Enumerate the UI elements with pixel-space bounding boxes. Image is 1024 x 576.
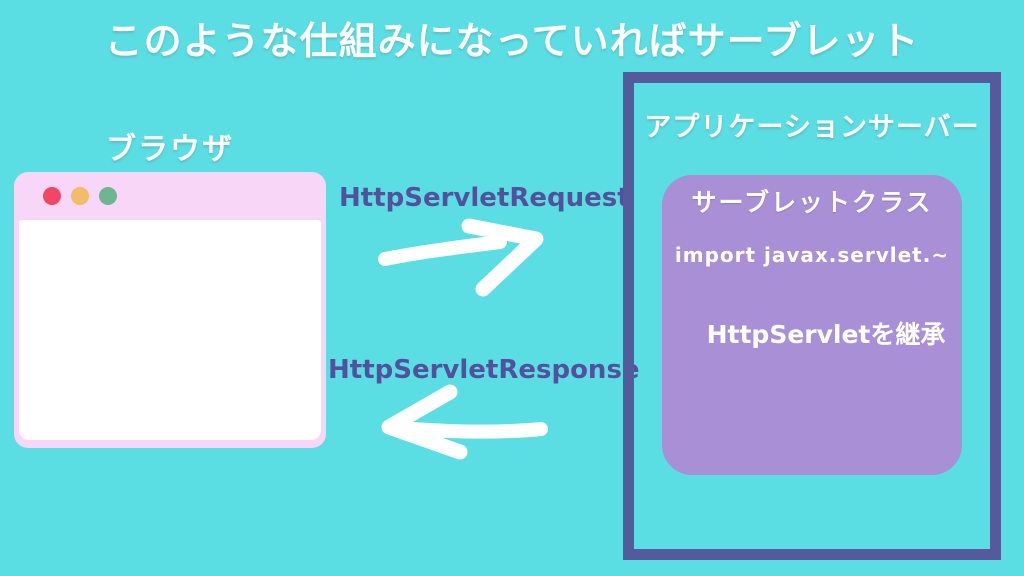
page-title: このような仕組みになっていればサーブレット xyxy=(104,19,920,63)
close-dot-icon xyxy=(43,187,61,205)
response-arrow-icon xyxy=(381,384,548,460)
servlet-class-box: サーブレットクラス import javax.servlet.~ HttpSer… xyxy=(662,175,962,475)
browser-content-area xyxy=(19,220,321,440)
request-label: HttpServletRequest xyxy=(339,183,630,213)
browser-window xyxy=(14,172,326,448)
minimize-dot-icon xyxy=(71,187,89,205)
app-server-box: アプリケーションサーバー サーブレットクラス import javax.serv… xyxy=(623,72,1001,560)
browser-titlebar xyxy=(14,172,326,220)
maximize-dot-icon xyxy=(99,187,117,205)
app-server-label: アプリケーションサーバー xyxy=(644,112,980,143)
servlet-import-line: import javax.servlet.~ xyxy=(674,243,950,267)
servlet-extends-line: HttpServletを継承 xyxy=(706,320,946,349)
request-arrow-icon xyxy=(378,218,544,297)
response-label: HttpServletResponse xyxy=(328,355,640,385)
servlet-class-title: サーブレットクラス xyxy=(691,188,933,217)
browser-label: ブラウザ xyxy=(106,132,234,167)
